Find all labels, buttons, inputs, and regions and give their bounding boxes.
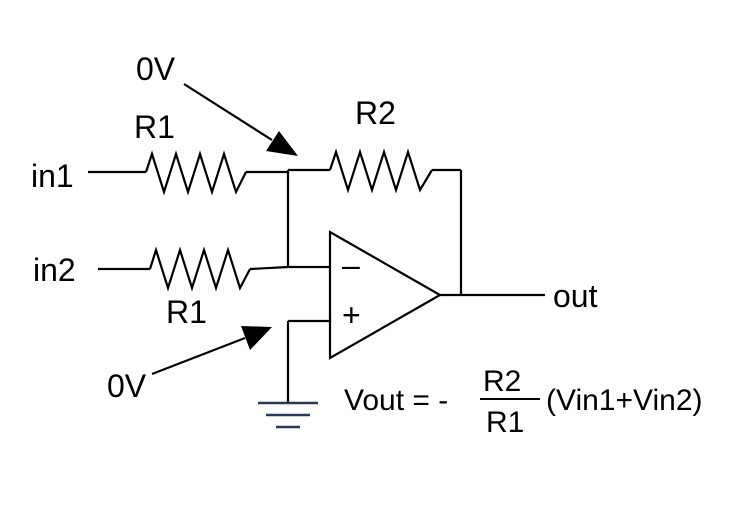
r1-bottom-label: R1 — [166, 294, 207, 330]
zero-v-bottom-label: 0V — [107, 368, 147, 404]
formula-lhs: Vout = - — [344, 384, 448, 417]
formula-rhs: (Vin1+Vin2) — [546, 384, 703, 417]
in1-label: in1 — [31, 158, 74, 194]
r1-top-label: R1 — [134, 109, 175, 145]
r2-resistor — [328, 148, 433, 194]
r1-bottom-resistor — [148, 246, 251, 292]
out-label: out — [553, 278, 598, 314]
zero-v-top-label: 0V — [136, 51, 176, 87]
in2-label: in2 — [33, 252, 76, 288]
zero-v-bottom-arrow — [151, 326, 272, 376]
r1-bottom-out-wire — [249, 265, 289, 271]
r1-top-resistor — [144, 150, 247, 196]
gain-formula: Vout = - R2 R1 (Vin1+Vin2) — [344, 365, 703, 439]
formula-denominator: R1 — [486, 406, 524, 439]
r2-label: R2 — [355, 95, 396, 131]
op-amp-triangle — [328, 230, 443, 360]
formula-numerator: R2 — [483, 365, 521, 398]
zero-v-top-arrow — [183, 83, 298, 156]
ground-icon — [258, 401, 318, 429]
minus-sign: – — [342, 247, 360, 283]
plus-sign: + — [342, 297, 361, 333]
